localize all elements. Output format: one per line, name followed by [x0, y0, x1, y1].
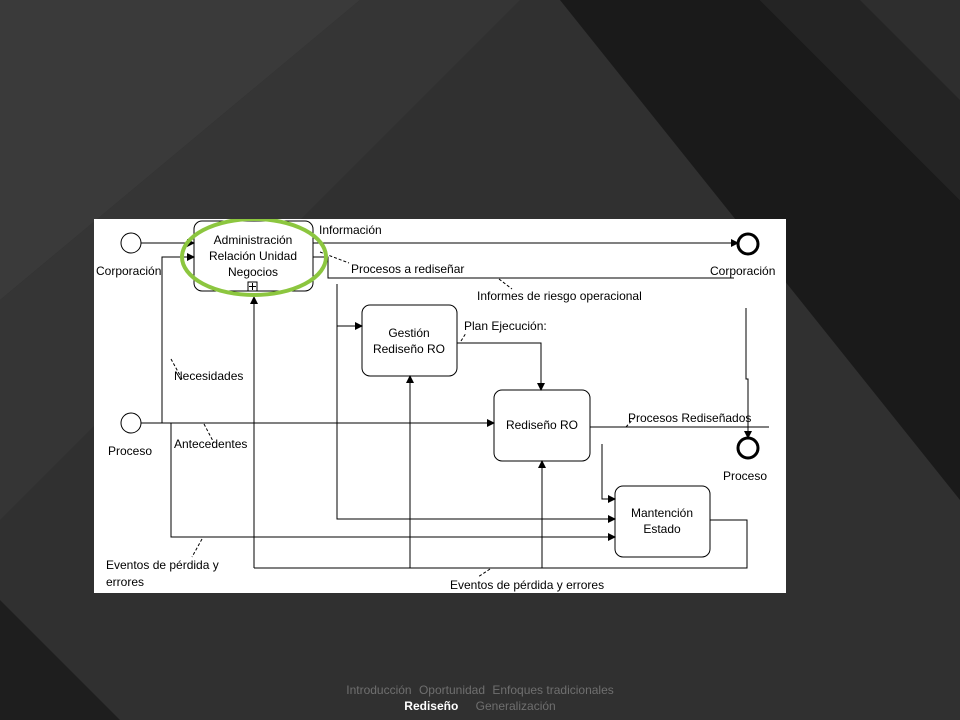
nav-introduccion[interactable]: Introducción [346, 683, 412, 697]
start-event-proceso [120, 412, 142, 434]
task-admin-line1: Administración [214, 233, 293, 247]
footer-nav-row1: Introducción Oportunidad Enfoques tradic… [0, 683, 960, 697]
task-admin-line3: Negocios [228, 265, 278, 279]
label-plan-ejecucion: Plan Ejecución: [464, 319, 547, 333]
label-informacion: Información [319, 223, 382, 237]
label-necesidades: Necesidades [174, 369, 243, 383]
task-mantencion-line1: Mantención [631, 506, 693, 520]
label-eventos-perdida-2: errores [106, 575, 144, 589]
label-start-proceso: Proceso [108, 444, 152, 458]
label-procesos-redisenados: Procesos Rediseñados [628, 411, 751, 425]
label-antecedentes: Antecedentes [174, 437, 247, 451]
label-informes-riesgo: Informes de riesgo operacional [477, 289, 642, 303]
label-eventos-perdida-1: Eventos de pérdida y [106, 558, 219, 572]
label-eventos-perdida-bottom: Eventos de pérdida y errores [450, 578, 604, 592]
nav-generalizacion[interactable]: Generalización [475, 699, 556, 713]
task-mantencion-line2: Estado [643, 522, 681, 536]
nav-oportunidad[interactable]: Oportunidad [418, 683, 485, 697]
footer-nav-row2: Rediseño Generalización [0, 699, 960, 713]
nav-rediseno[interactable]: Rediseño [404, 699, 459, 713]
end-event-proceso [736, 436, 760, 460]
nav-enfoques-tradicionales[interactable]: Enfoques tradicionales [492, 683, 614, 697]
process-diagram: Administración Relación Unidad Negocios … [94, 217, 786, 593]
label-end-proceso: Proceso [723, 469, 767, 483]
task-gestion-rediseno [361, 304, 458, 377]
task-admin-line2: Relación Unidad [209, 249, 297, 263]
task-rediseno-label: Rediseño RO [506, 418, 578, 432]
start-event-corporacion [120, 232, 142, 254]
label-procesos-redisenar: Procesos a rediseñar [351, 262, 464, 276]
label-end-corporacion: Corporación [710, 264, 775, 278]
task-gestion-line1: Gestión [388, 326, 429, 340]
highlight-circle [180, 217, 328, 297]
label-start-corporacion: Corporación [96, 264, 161, 278]
task-gestion-line2: Rediseño RO [373, 342, 445, 356]
end-event-corporacion [736, 232, 760, 256]
